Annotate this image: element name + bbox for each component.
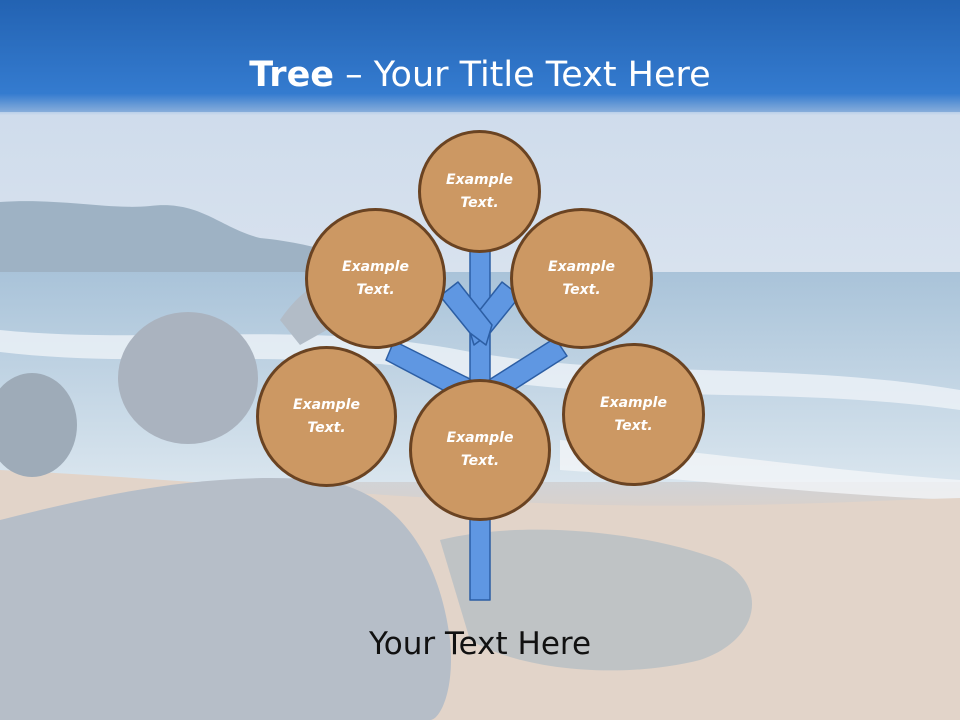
tree-node-upper-left: Example Text. bbox=[305, 208, 446, 349]
tree-node-lower-left: Example Text. bbox=[256, 346, 397, 487]
node-label: Example Text. bbox=[600, 394, 667, 434]
tree-node-lower-right: Example Text. bbox=[562, 343, 705, 486]
tree-node-top: Example Text. bbox=[418, 130, 541, 253]
node-label: Example Text. bbox=[293, 396, 360, 436]
title-rest: – Your Title Text Here bbox=[334, 55, 711, 95]
tree-node-upper-right: Example Text. bbox=[510, 208, 653, 349]
slide-caption: Your Text Here bbox=[368, 626, 592, 662]
slide-title: Tree – Your Title Text Here bbox=[0, 52, 960, 98]
node-label: Example Text. bbox=[342, 258, 409, 298]
title-bold-part: Tree bbox=[249, 55, 335, 95]
node-label: Example Text. bbox=[548, 258, 615, 298]
tree-node-center: Example Text. bbox=[409, 379, 551, 521]
node-label: Example Text. bbox=[446, 430, 514, 469]
node-label: Example Text. bbox=[446, 171, 513, 211]
